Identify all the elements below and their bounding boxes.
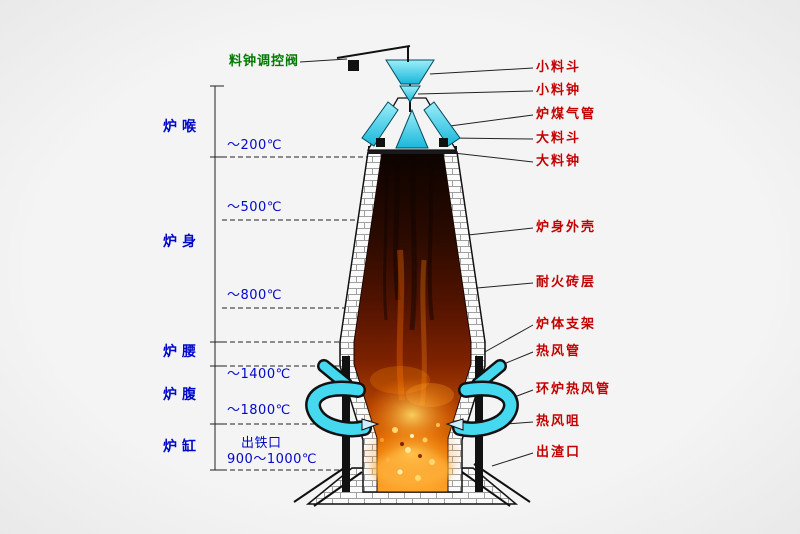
label-gas-pipe: 炉煤气管 [536, 107, 597, 122]
label-small-hopper: 小料斗 [536, 60, 582, 75]
large-bell-shape [395, 108, 429, 149]
label-large-bell: 大料钟 [536, 154, 582, 169]
zone-label-waist: 炉腰 [163, 344, 201, 360]
valve-counterweight [348, 60, 359, 71]
label-bustle-pipe: 环炉热风管 [536, 382, 612, 397]
label-tap-hole: 出铁口 [241, 436, 282, 451]
temp-label-500c: ～500℃ [227, 200, 282, 215]
label-small-bell: 小料钟 [536, 83, 582, 98]
valve-lever [336, 45, 411, 59]
runner-lines [293, 463, 531, 507]
label-tuyere: 热风咀 [536, 414, 582, 429]
label-slag-hole: 出渣口 [536, 445, 582, 460]
molten-speckles [380, 423, 440, 481]
small-bell-shape [399, 85, 421, 103]
gas-uptake-left [361, 101, 399, 147]
zone-label-bosh: 炉腹 [163, 387, 201, 403]
tuyere-right [445, 418, 464, 431]
label-tap-hole-temp: 900～1000℃ [227, 452, 317, 467]
hot-blast-system [305, 359, 519, 438]
label-large-hopper: 大料斗 [536, 131, 582, 146]
top-charging-assembly [336, 45, 461, 151]
tuyere-left [361, 418, 380, 431]
zone-label-throat: 炉喉 [163, 119, 201, 135]
zone-label-shaft: 炉身 [163, 234, 201, 250]
temp-label-800c: ～800℃ [227, 288, 282, 303]
zone-bracket [210, 85, 224, 471]
temp-label-1400c: ～1400℃ [227, 367, 291, 382]
label-bell-control-valve: 料钟调控阀 [229, 54, 300, 69]
zone-label-hearth: 炉缸 [163, 439, 201, 455]
label-shaft-shell: 炉身外壳 [536, 220, 597, 235]
small-hopper-shape [385, 59, 435, 85]
label-hot-blast-pipe: 热风管 [536, 344, 582, 359]
temp-label-1800c: ～1800℃ [227, 403, 291, 418]
temp-label-200c: ～200℃ [227, 138, 282, 153]
label-refractory-brick: 耐火砖层 [536, 275, 597, 290]
label-furnace-support: 炉体支架 [536, 317, 597, 332]
furnace-body [339, 146, 486, 493]
